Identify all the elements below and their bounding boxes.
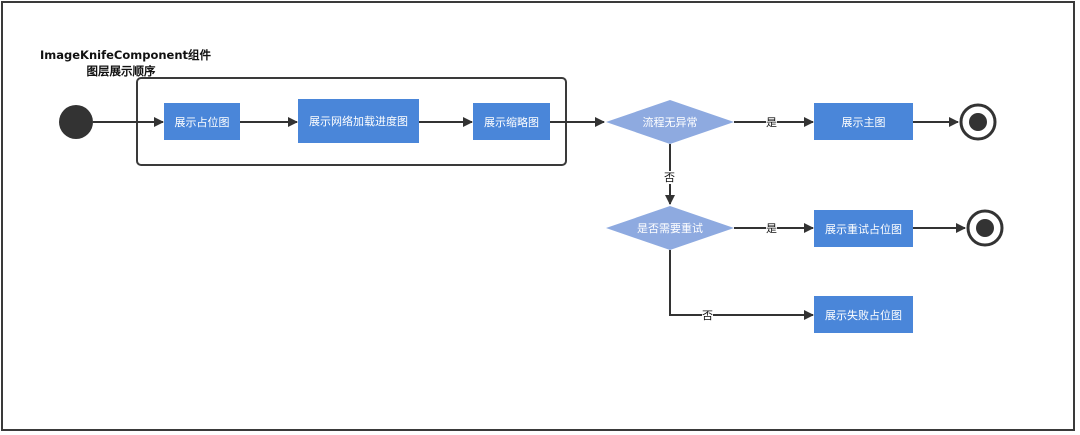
diagram-title-line2: 图层展示顺序 [86,64,156,78]
node-fail-placeholder: 展示失败占位图 [814,296,913,333]
node-thumbnail: 展示缩略图 [473,103,550,140]
decision-ok-label: 流程无异常 [642,116,698,129]
edge-label-no-1: 否 [664,171,675,184]
end-node-2-core [976,219,994,237]
decision-retry-diamond [606,206,734,250]
end-node-1-core [969,113,987,131]
decision-retry-label: 是否需要重试 [637,222,703,235]
node-main-image: 展示主图 [814,103,913,140]
edge-label-no-2: 否 [702,309,713,322]
start-node [59,105,93,139]
edge-label-yes-2: 是 [766,222,777,235]
node-retry-placeholder: 展示重试占位图 [814,210,913,247]
diagram-title-line1: ImageKnifeComponent组件 [40,48,212,62]
node-progress: 展示网络加载进度图 [298,99,419,143]
decision-ok-diamond [606,100,734,144]
diagram-title: ImageKnifeComponent组件 图层展示顺序 [40,47,212,79]
node-placeholder: 展示占位图 [164,103,240,140]
edge-label-yes-1: 是 [766,116,777,129]
edge-decision-retry-no [669,250,814,320]
